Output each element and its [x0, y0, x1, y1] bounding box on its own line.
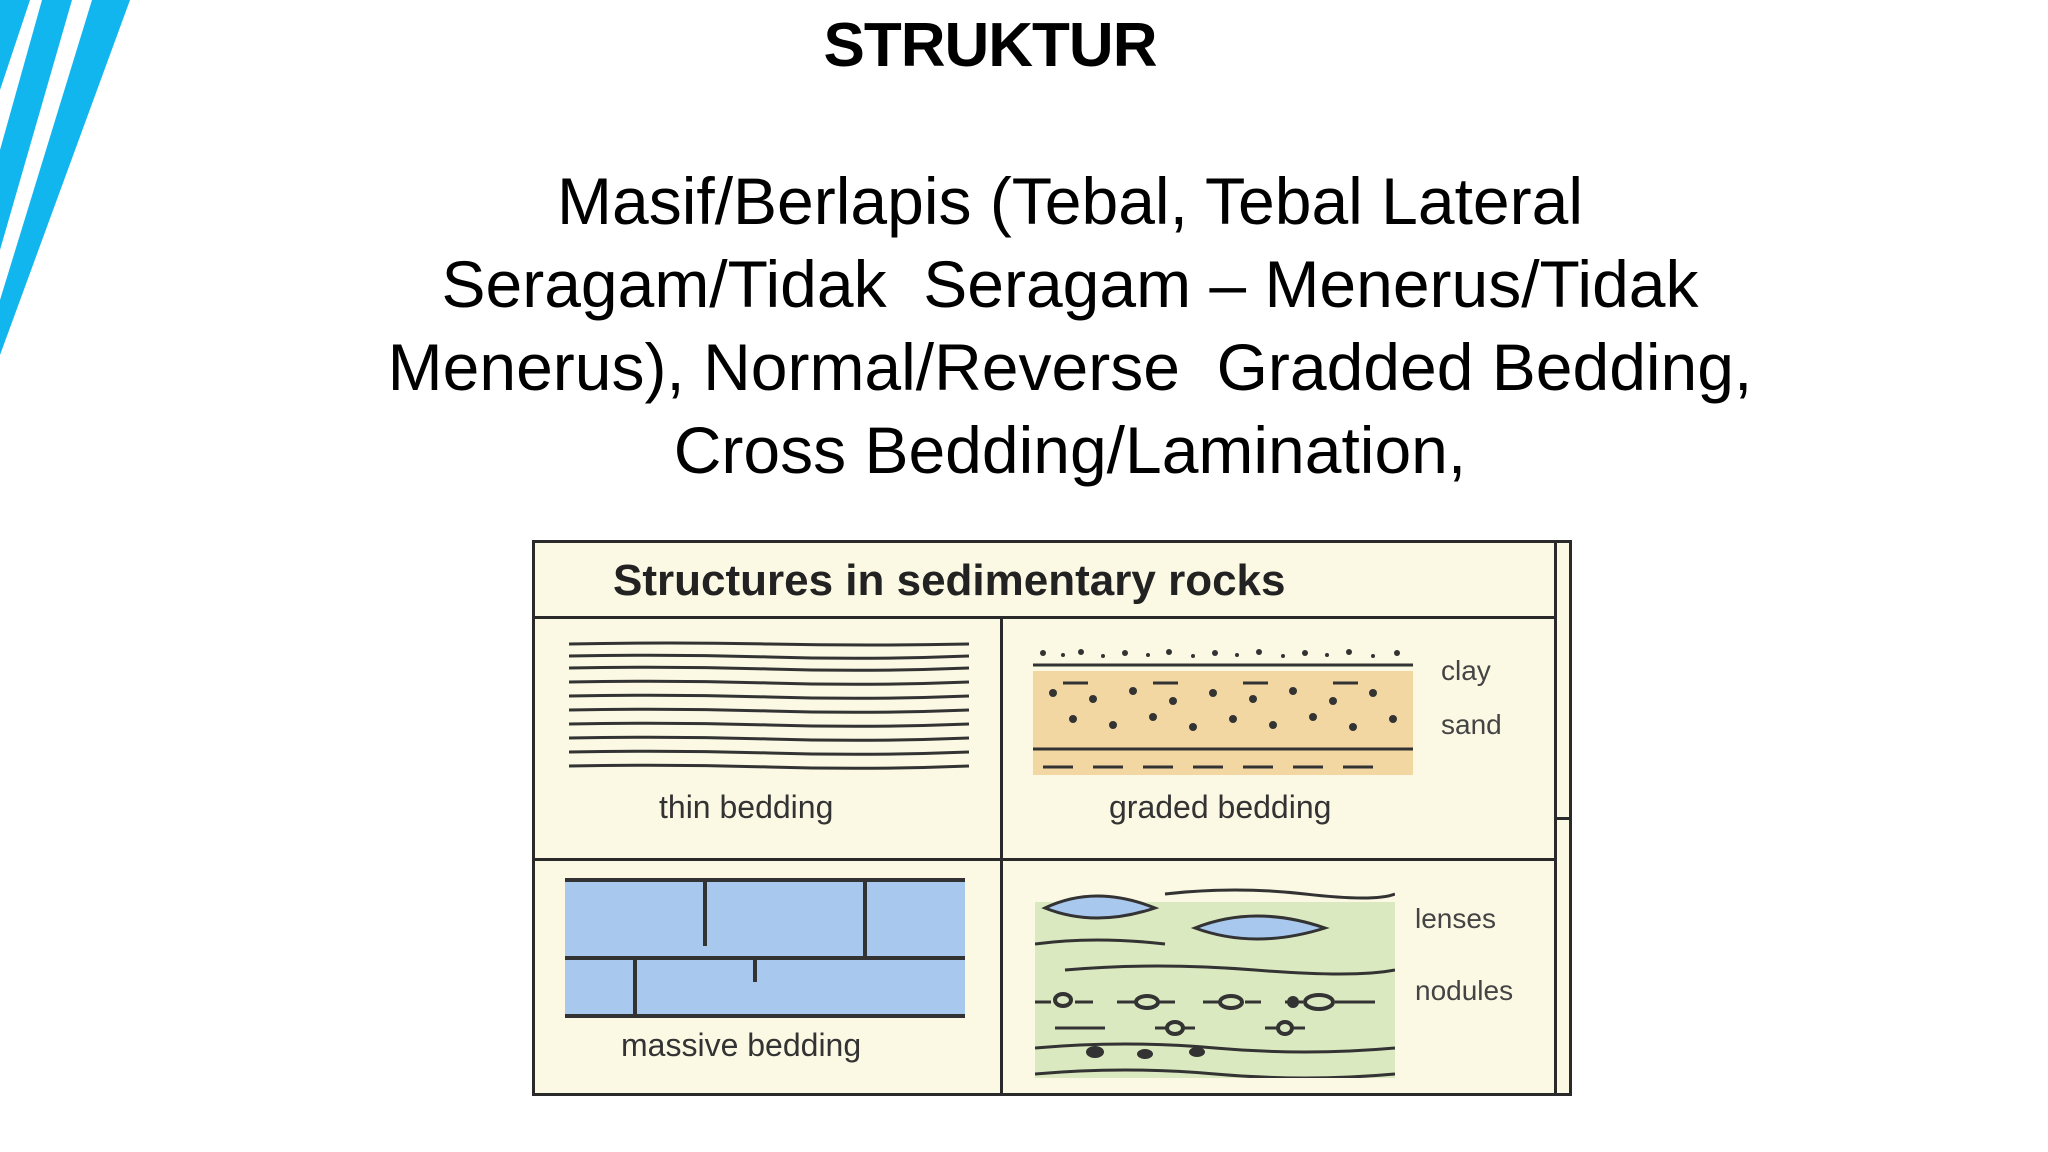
figure-title: Structures in sedimentary rocks: [535, 543, 1557, 619]
thin-bedding-caption: thin bedding: [659, 789, 834, 825]
graded-bedding-caption: graded bedding: [1109, 789, 1332, 825]
massive-bedding-caption: massive bedding: [621, 1027, 862, 1063]
lenses-label: lenses: [1415, 903, 1496, 934]
graded-bedding-illustration: [1033, 649, 1413, 775]
body-line-4: Cross Bedding/Lamination,: [673, 413, 1467, 487]
body-line-3: Menerus), Normal/Reverse Gradded Bedding…: [387, 330, 1753, 404]
figure-divider-tick: [1554, 817, 1572, 820]
massive-bedding-illustration: [565, 878, 965, 1018]
lenses-nodules-illustration: [1035, 888, 1395, 1078]
corner-stripes-decoration: [0, 0, 130, 355]
sedimentary-structures-figure: Structures in sedimentary rocks thin bed…: [532, 540, 1572, 1096]
nodules-label: nodules: [1415, 975, 1514, 1006]
figure-divider-horizontal: [535, 858, 1557, 861]
sand-label: sand: [1441, 709, 1502, 740]
figure-divider-right: [1554, 619, 1557, 1095]
body-line-2: Seragam/Tidak Seragam – Menerus/Tidak: [441, 247, 1699, 321]
slide-title: STRUKTUR: [823, 11, 1158, 80]
figure-divider-vertical: [1000, 619, 1003, 1095]
thin-bedding-illustration: [569, 641, 969, 770]
clay-label: clay: [1441, 655, 1491, 686]
slide-body-text: Masif/Berlapis (Tebal, Tebal Lateral Ser…: [300, 160, 1840, 492]
body-line-1: Masif/Berlapis (Tebal, Tebal Lateral: [557, 164, 1583, 238]
